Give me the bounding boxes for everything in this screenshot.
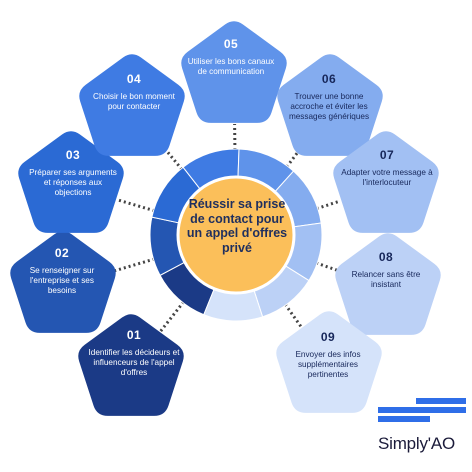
- step-shapes: [10, 21, 441, 416]
- logo-bar: [378, 407, 466, 413]
- logo-bar: [416, 398, 466, 404]
- step-number: 04: [126, 72, 142, 86]
- step-pentagon: [79, 54, 185, 156]
- step-pentagon: [78, 314, 184, 416]
- step-06: 06 Trouver une bonne accroche et éviter …: [283, 72, 375, 122]
- step-01: 01 Identifier les décideurs et influence…: [88, 328, 180, 378]
- step-08: 08 Relancer sans être insistant: [340, 250, 432, 290]
- step-number: 08: [378, 250, 394, 264]
- center-ring: [149, 148, 323, 322]
- step-label: Identifier les décideurs et influenceurs…: [88, 348, 180, 377]
- step-pentagon: [181, 21, 287, 123]
- step-number: 02: [54, 246, 70, 260]
- step-label: Préparer ses arguments et réponses aux o…: [29, 168, 117, 197]
- step-label: Adapter votre message à l'interlocuteur: [341, 168, 433, 187]
- step-pentagon: [333, 131, 439, 233]
- connector-line: [116, 198, 160, 214]
- step-label: Envoyer des infos supplémentaires pertin…: [295, 350, 361, 379]
- step-pentagon: [277, 54, 383, 156]
- step-05: 05 Utiliser les bons canaux de communica…: [185, 37, 277, 77]
- step-label: Se renseigner sur l'entreprise et ses be…: [29, 266, 95, 295]
- step-04: 04 Choisir le bon moment pour contacter: [88, 72, 180, 112]
- center-circle: [176, 175, 296, 295]
- step-label: Utiliser les bons canaux de communicatio…: [187, 57, 275, 76]
- step-09: 09 Envoyer des infos supplémentaires per…: [282, 330, 374, 380]
- step-pentagon: [18, 131, 124, 233]
- logo-bar: [378, 416, 430, 422]
- connector-line: [108, 256, 160, 274]
- step-number: 06: [321, 72, 337, 86]
- logo-wordmark: Simply'AO: [378, 434, 456, 453]
- step-03: 03 Préparer ses arguments et réponses au…: [27, 148, 119, 198]
- step-number: 01: [126, 328, 142, 342]
- step-label: Choisir le bon moment pour contacter: [93, 92, 175, 111]
- center-title: Réussir sa prise de contact pour un appe…: [186, 197, 288, 255]
- step-number: 09: [320, 330, 336, 344]
- step-label: Trouver une bonne accroche et éviter les…: [288, 92, 370, 121]
- simplyao-logo: Simply'AO: [376, 396, 468, 460]
- connector-line: [159, 297, 188, 333]
- step-pentagon: [276, 311, 382, 413]
- step-pentagon: [335, 233, 441, 335]
- step-number: 03: [65, 148, 81, 162]
- step-pentagon: [10, 231, 116, 333]
- step-label: Relancer sans être insistant: [351, 270, 421, 289]
- step-02: 02 Se renseigner sur l'entreprise et ses…: [16, 246, 108, 296]
- step-number: 05: [223, 37, 239, 51]
- step-number: 07: [379, 148, 395, 162]
- step-07: 07 Adapter votre message à l'interlocute…: [341, 148, 433, 188]
